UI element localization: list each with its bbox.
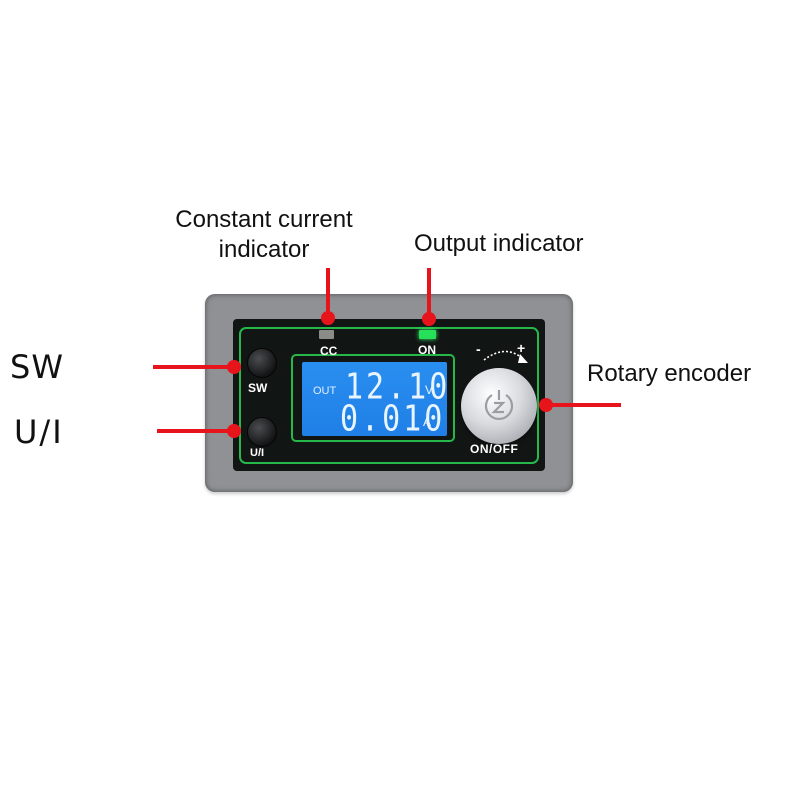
- rotation-arrow-icon: [483, 350, 528, 363]
- lcd-voltage-value: 12.10: [345, 366, 451, 408]
- cc-indicator-label: CC: [320, 344, 338, 358]
- knob-minus-label: -: [476, 341, 481, 357]
- output-indicator-callout: Output indicator: [414, 230, 584, 257]
- lcd-display: [302, 362, 447, 436]
- constant-current-callout-line2: indicator: [218, 236, 310, 263]
- constant-current-callout: Constant current indicator: [160, 205, 368, 265]
- constant-current-callout-line1: Constant current: [175, 206, 353, 233]
- ui-button-label: U/I: [250, 447, 265, 459]
- sw-button[interactable]: [247, 348, 277, 378]
- ui-button[interactable]: [247, 417, 277, 447]
- ui-callout: U/I: [14, 413, 64, 451]
- lcd-out-label: OUT: [313, 385, 337, 397]
- knob-onoff-label: ON/OFF: [470, 442, 519, 456]
- sw-callout: SW: [10, 348, 64, 386]
- lcd-current-value: 0.010: [340, 398, 446, 440]
- lcd-voltage-unit: V: [425, 383, 434, 397]
- knob-plus-label: +: [517, 340, 526, 356]
- sw-button-label: SW: [248, 381, 268, 395]
- lcd-current-unit: A: [423, 415, 432, 429]
- cc-indicator-led: [319, 330, 334, 339]
- rotary-encoder-callout: Rotary encoder: [587, 360, 752, 387]
- power-logo-icon: [484, 390, 514, 420]
- panel-outline: [239, 327, 539, 464]
- lcd-bezel: [291, 354, 455, 442]
- output-indicator-led: [419, 330, 436, 339]
- output-indicator-label: ON: [418, 343, 436, 357]
